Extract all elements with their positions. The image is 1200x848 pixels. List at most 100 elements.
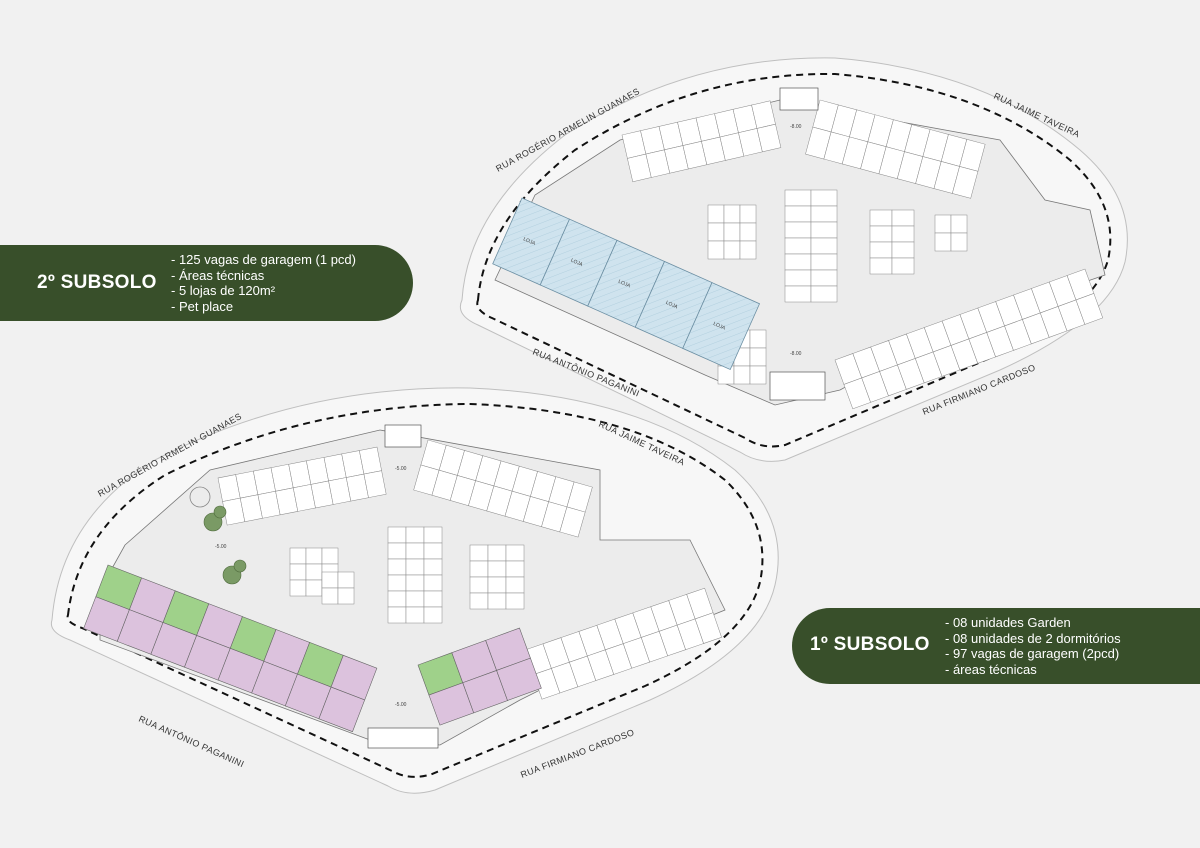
top-parking-north-east [805,99,986,199]
parking-stall [305,579,323,597]
parking-stall [559,506,586,538]
parking-stall [305,547,323,565]
parking-stall [321,547,339,565]
parking-stall [423,606,443,624]
parking-stall [423,526,443,544]
parking-stall [469,544,489,562]
parking-stall [891,209,915,227]
stall-row [217,446,387,526]
feature-item: - 08 unidades de 2 dormitórios [945,630,1121,646]
bottom-stair-core-south [367,727,439,749]
parking-stall [469,576,489,594]
bottom-street-southwest: RUA ANTÔNIO PAGANINI [137,714,246,770]
parking-stall [707,204,725,224]
top-level-mark-1: -8.00 [790,124,802,130]
bottom-stair-core-north [384,424,422,448]
top-parking-north-west [621,100,782,183]
parking-stall [810,205,838,223]
parking-stall [784,253,812,271]
parking-stall [423,542,443,560]
stall-block [387,526,443,624]
parking-stall [784,221,812,239]
parking-stall [869,225,893,243]
parking-stall [749,347,767,367]
stall-block [784,189,838,303]
stall-block [934,214,968,252]
parking-stall [321,587,339,605]
store-label: LOJA [570,258,584,269]
store-label: LOJA [522,236,536,247]
feature-item: - Áreas técnicas [171,267,265,283]
parking-stall [784,285,812,303]
bottom-parking-north-east [413,439,593,538]
parking-stall [289,547,307,565]
parking-stall [717,365,735,385]
feature-item: - Pet place [171,298,234,314]
bottom-residential-units [83,564,542,733]
parking-stall [891,225,915,243]
store-label: LOJA [617,279,631,290]
parking-stall [950,232,968,252]
parking-stall [387,558,407,576]
top-parking-south-east [834,268,1104,410]
parking-stall [305,563,323,581]
bottom-parking-north-west [217,446,387,526]
feature-item: - 5 lojas de 120m² [171,283,276,299]
parking-stall [891,241,915,259]
bottom-dashed-perimeter [66,402,764,778]
bottom-level-mark-3: -5.00 [395,702,407,708]
parking-stall [387,574,407,592]
bottom-level-mark-1: -5.00 [395,466,407,472]
label-2nd-basement-features: - 125 vagas de garagem (1 pcd) - Áreas t… [171,252,356,314]
parking-stall [387,590,407,608]
parking-stall [739,240,757,260]
parking-stall [289,563,307,581]
parking-stall [891,257,915,275]
parking-stall [405,574,425,592]
parking-stall [934,214,952,234]
parking-stall [405,558,425,576]
parking-stall [739,222,757,242]
parking-stall [749,329,767,349]
parking-stall [321,571,339,589]
parking-stall [707,240,725,260]
parking-stall [784,237,812,255]
parking-stall [387,542,407,560]
parking-stall [505,592,525,610]
label-1st-basement-features: - 08 unidades Garden - 08 unidades de 2 … [945,615,1121,677]
parking-stall [810,189,838,207]
bottom-pet-place [189,486,211,508]
parking-stall [810,253,838,271]
store-unit [682,282,761,371]
parking-stall [869,257,893,275]
parking-stall [405,590,425,608]
parking-stall [337,571,355,589]
label-2nd-basement-title: 2º SUBSOLO [37,272,157,293]
parking-stall [707,222,725,242]
parking-stall [869,209,893,227]
parking-stall [756,123,782,153]
store-label: LOJA [712,321,726,332]
top-stair-core-north [779,87,819,111]
parking-stall [733,365,751,385]
parking-stall [405,526,425,544]
bottom-parking-south-east [524,587,722,700]
apartment-unit [496,657,542,701]
parking-stall [387,526,407,544]
feature-item: - 125 vagas de garagem (1 pcd) [171,252,356,267]
parking-stall [423,558,443,576]
parking-stall [405,606,425,624]
label-2nd-basement: 2º SUBSOLO - 125 vagas de garagem (1 pcd… [0,245,413,321]
parking-stall [739,204,757,224]
parking-stall [337,587,355,605]
feature-item: - 97 vagas de garagem (2pcd) [945,646,1120,662]
parking-stall [469,592,489,610]
parking-stall [487,560,507,578]
parking-stall [505,544,525,562]
parking-stall [387,606,407,624]
top-level-mark-2: -8.00 [790,351,802,357]
parking-stall [723,222,741,242]
parking-stall [469,560,489,578]
parking-stall [363,470,387,498]
